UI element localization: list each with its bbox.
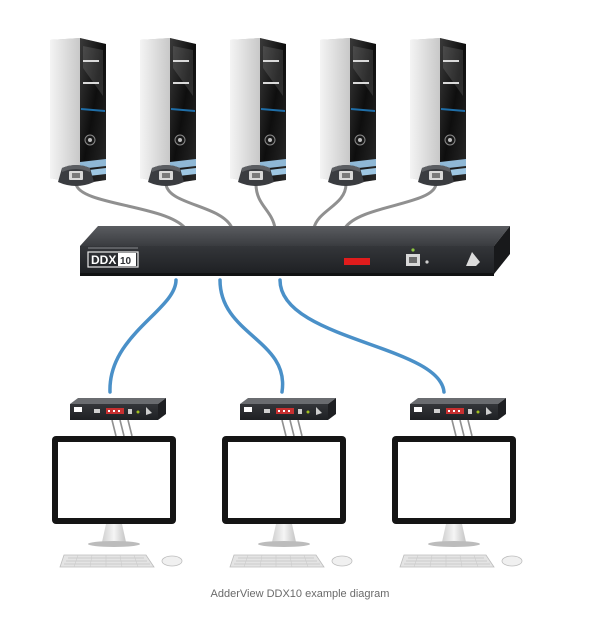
keyboard-mouse-2 — [229, 554, 353, 568]
adder-logo-icon — [466, 252, 480, 266]
switch-logo: DDX — [91, 253, 116, 267]
computer-1 — [49, 37, 107, 185]
computer-2 — [139, 37, 197, 185]
computer-5 — [409, 37, 467, 185]
ddx10-switch: DDX 10 — [80, 226, 510, 276]
station-monitor-cables — [111, 419, 473, 437]
computer-cables — [74, 182, 438, 230]
computer-cable-1 — [74, 182, 187, 230]
computer-module-2 — [148, 165, 184, 186]
monitor-1 — [52, 436, 176, 547]
switch-logo-box — [87, 251, 139, 268]
computer-cable-3 — [254, 182, 277, 230]
user-cable-1 — [108, 278, 178, 394]
computer-cable-2 — [164, 182, 234, 230]
computer-4 — [319, 37, 377, 185]
computer-3 — [229, 37, 287, 185]
user-cable-2 — [218, 278, 285, 394]
computer-module-4 — [328, 165, 364, 186]
diagram-caption: AdderView DDX10 example diagram — [210, 588, 390, 600]
keyboard-mouse-1 — [59, 554, 183, 568]
user-station-2 — [240, 398, 336, 420]
keyboard-mouse-3 — [399, 554, 523, 568]
user-station-3 — [410, 398, 506, 420]
computer-module-5 — [418, 165, 454, 186]
switch-logo-number: 10 — [120, 256, 132, 267]
monitor-2 — [222, 436, 346, 547]
monitor-3 — [392, 436, 516, 547]
user-station-1 — [70, 398, 166, 420]
computer-cable-4 — [312, 182, 348, 230]
user-cables — [108, 278, 446, 394]
computer-cable-5 — [343, 182, 438, 230]
status-led — [344, 258, 370, 265]
computer-module-1 — [58, 165, 94, 186]
user-cable-3 — [278, 278, 446, 394]
computer-module-3 — [238, 165, 274, 186]
